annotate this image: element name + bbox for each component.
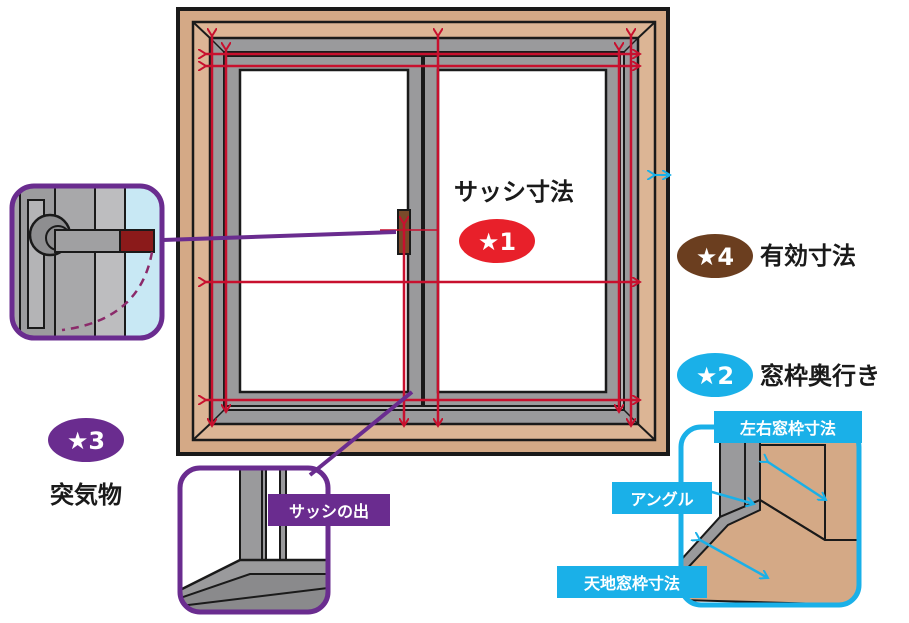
sash-protrusion-label: サッシの出 <box>289 502 369 521</box>
tb-frame-size-label: 天地窓枠寸法 <box>584 574 680 593</box>
angle-label: アングル <box>630 490 693 509</box>
lr-frame-size-label: 左右窓枠寸法 <box>739 419 836 438</box>
badge-1 <box>459 219 535 263</box>
badge-2 <box>677 353 753 397</box>
badge-4 <box>677 234 753 278</box>
frame-depth-label: 窓枠奥行き <box>760 362 880 390</box>
handle-detail-inset <box>9 183 397 341</box>
badge-1-text: ★1 <box>478 228 516 256</box>
badge-4-text: ★4 <box>696 243 734 271</box>
badge-2-text: ★2 <box>696 362 734 390</box>
frame-corner-inset: 左右窓枠寸法 アングル 天地窓枠寸法 <box>557 411 862 608</box>
sill-detail-inset: サッシの出 <box>177 390 414 615</box>
dimension-arrows <box>206 36 640 426</box>
sash-frame <box>208 36 640 426</box>
effective-size-label: 有効寸法 <box>760 242 856 270</box>
badge-3 <box>48 418 124 462</box>
protrusion-label: 突気物 <box>50 481 122 509</box>
badge-3-text: ★3 <box>67 427 105 455</box>
sash-size-label: サッシ寸法 <box>454 178 574 206</box>
